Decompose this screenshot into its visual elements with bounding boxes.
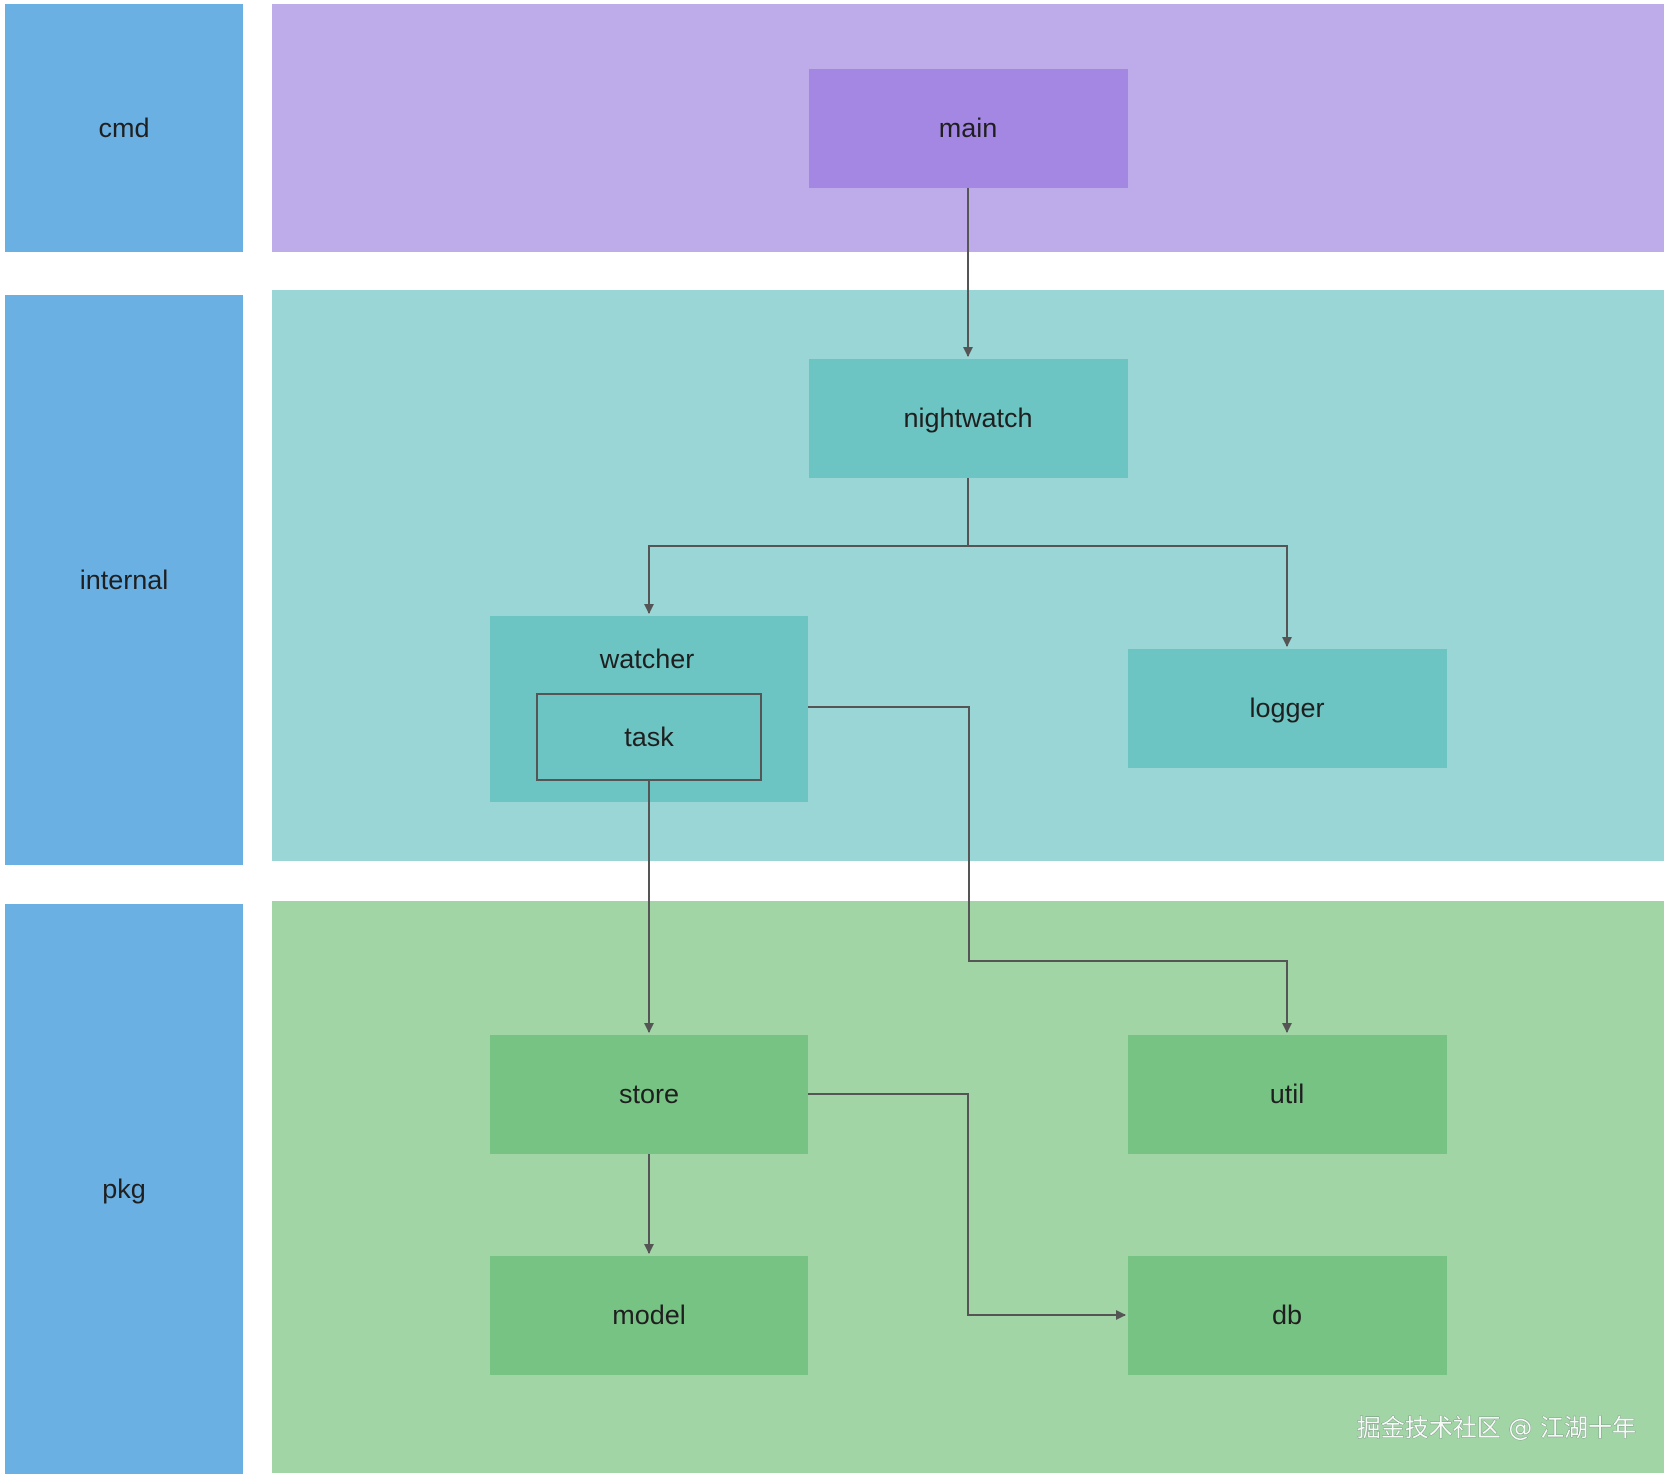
- lane-label-box-pkg: [5, 904, 243, 1474]
- node-main[interactable]: main: [809, 69, 1128, 188]
- watermark: 掘金技术社区 @ 江湖十年: [1357, 1414, 1636, 1442]
- node-box-store: [490, 1035, 808, 1154]
- node-label-main: main: [939, 113, 998, 143]
- lane-label-pkg: pkg: [102, 1174, 146, 1204]
- lane-pkg: pkg: [5, 901, 1664, 1474]
- lane-label-internal: internal: [80, 565, 169, 595]
- lane-label-box-internal: [5, 295, 243, 865]
- node-task[interactable]: task: [536, 693, 762, 781]
- node-box-main: [809, 69, 1128, 188]
- node-label-nightwatch: nightwatch: [903, 403, 1032, 433]
- edges: [644, 188, 1292, 1320]
- edge-store-to-db: [808, 1093, 1126, 1320]
- edge-nightwatch-to-watcher: [644, 478, 969, 614]
- node-label-store: store: [619, 1079, 679, 1109]
- node-box-db: [1128, 1256, 1447, 1375]
- lane-label-cmd: cmd: [98, 113, 149, 143]
- node-box-nightwatch: [809, 359, 1128, 478]
- node-nightwatch[interactable]: nightwatch: [809, 359, 1128, 478]
- edge-watcher-to-util: [808, 706, 1292, 1033]
- node-label-logger: logger: [1249, 693, 1324, 723]
- node-box-task: [536, 693, 762, 781]
- node-label-watcher: watcher: [599, 644, 695, 674]
- node-label-model: model: [612, 1300, 686, 1330]
- node-label-util: util: [1270, 1079, 1305, 1109]
- node-util[interactable]: util: [1128, 1035, 1447, 1154]
- node-label-task: task: [624, 722, 674, 752]
- node-box-util: [1128, 1035, 1447, 1154]
- edge-nightwatch-to-logger: [968, 545, 1292, 647]
- node-logger[interactable]: logger: [1128, 649, 1447, 768]
- node-label-db: db: [1272, 1300, 1302, 1330]
- node-model[interactable]: model: [490, 1256, 808, 1375]
- node-db[interactable]: db: [1128, 1256, 1447, 1375]
- node-box-logger: [1128, 649, 1447, 768]
- node-box-model: [490, 1256, 808, 1375]
- lane-label-box-cmd: [5, 4, 243, 252]
- node-store[interactable]: store: [490, 1035, 808, 1154]
